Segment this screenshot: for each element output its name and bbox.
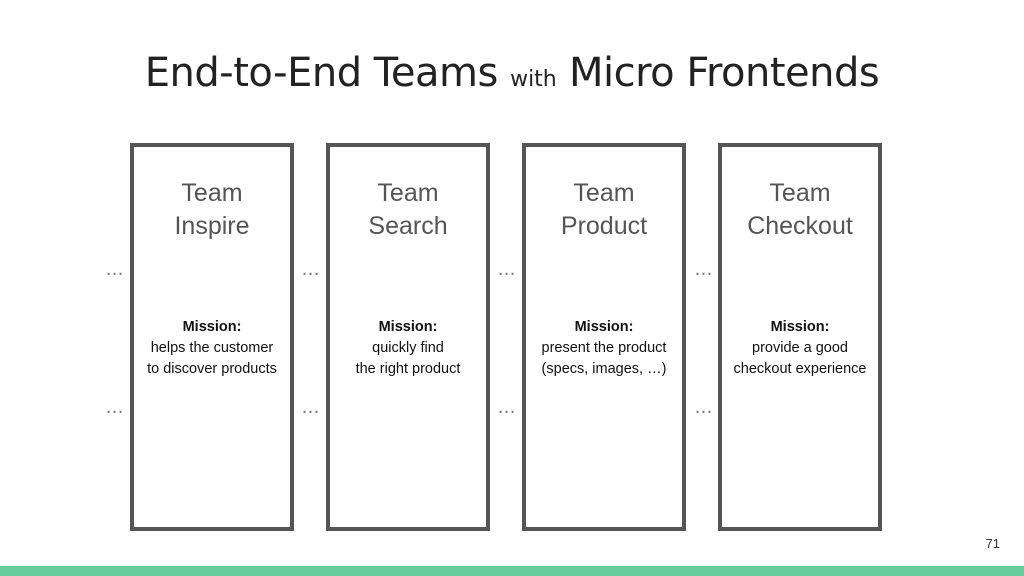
mission: Mission: provide a good checkout experie… — [722, 317, 878, 380]
team-name: Team Product — [526, 177, 682, 243]
title-part-1: End-to-End Teams — [144, 50, 511, 96]
ellipsis-icon: … — [497, 259, 517, 280]
mission-line-2: the right product — [355, 361, 461, 377]
mission: Mission: helps the customer to discover … — [134, 317, 290, 380]
mission-line-2: to discover products — [147, 361, 277, 377]
ellipsis-icon: … — [105, 397, 125, 418]
mission-line-1: provide a good — [752, 340, 848, 356]
team-name-line-1: Team — [181, 179, 243, 207]
team-card-inspire: Team Inspire Mission: helps the customer… — [130, 143, 294, 531]
ellipsis-icon: … — [694, 397, 714, 418]
ellipsis-icon: … — [301, 259, 321, 280]
team-name-line-2: Checkout — [747, 212, 853, 240]
bottom-accent-bar — [0, 566, 1024, 576]
team-name: Team Checkout — [722, 177, 878, 243]
mission-line-2: checkout experience — [733, 361, 867, 377]
mission-label: Mission: — [378, 319, 438, 335]
team-name-line-2: Search — [368, 212, 448, 240]
mission-line-2: (specs, images, …) — [541, 361, 667, 377]
team-name: Team Inspire — [134, 177, 290, 243]
mission-label: Mission: — [182, 319, 242, 335]
page-number: 71 — [985, 536, 1000, 551]
team-name-line-1: Team — [769, 179, 831, 207]
ellipsis-icon: … — [694, 259, 714, 280]
mission: Mission: quickly find the right product — [330, 317, 486, 380]
slide-title: End-to-End Teams with Micro Frontends — [0, 50, 1024, 96]
title-connector: with — [510, 67, 557, 92]
ellipsis-icon: … — [105, 259, 125, 280]
team-card-product: Team Product Mission: present the produc… — [522, 143, 686, 531]
team-name-line-2: Inspire — [174, 212, 250, 240]
mission-line-1: helps the customer — [150, 340, 274, 356]
team-name: Team Search — [330, 177, 486, 243]
mission: Mission: present the product (specs, ima… — [526, 317, 682, 380]
mission-line-1: quickly find — [372, 340, 444, 356]
mission-label: Mission: — [574, 319, 634, 335]
team-name-line-2: Product — [560, 212, 648, 240]
team-name-line-1: Team — [377, 179, 439, 207]
team-card-checkout: Team Checkout Mission: provide a good ch… — [718, 143, 882, 531]
team-name-line-1: Team — [573, 179, 635, 207]
ellipsis-icon: … — [497, 397, 517, 418]
team-card-search: Team Search Mission: quickly find the ri… — [326, 143, 490, 531]
mission-line-1: present the product — [541, 340, 667, 356]
mission-label: Mission: — [770, 319, 830, 335]
title-part-2: Micro Frontends — [556, 50, 880, 96]
ellipsis-icon: … — [301, 397, 321, 418]
